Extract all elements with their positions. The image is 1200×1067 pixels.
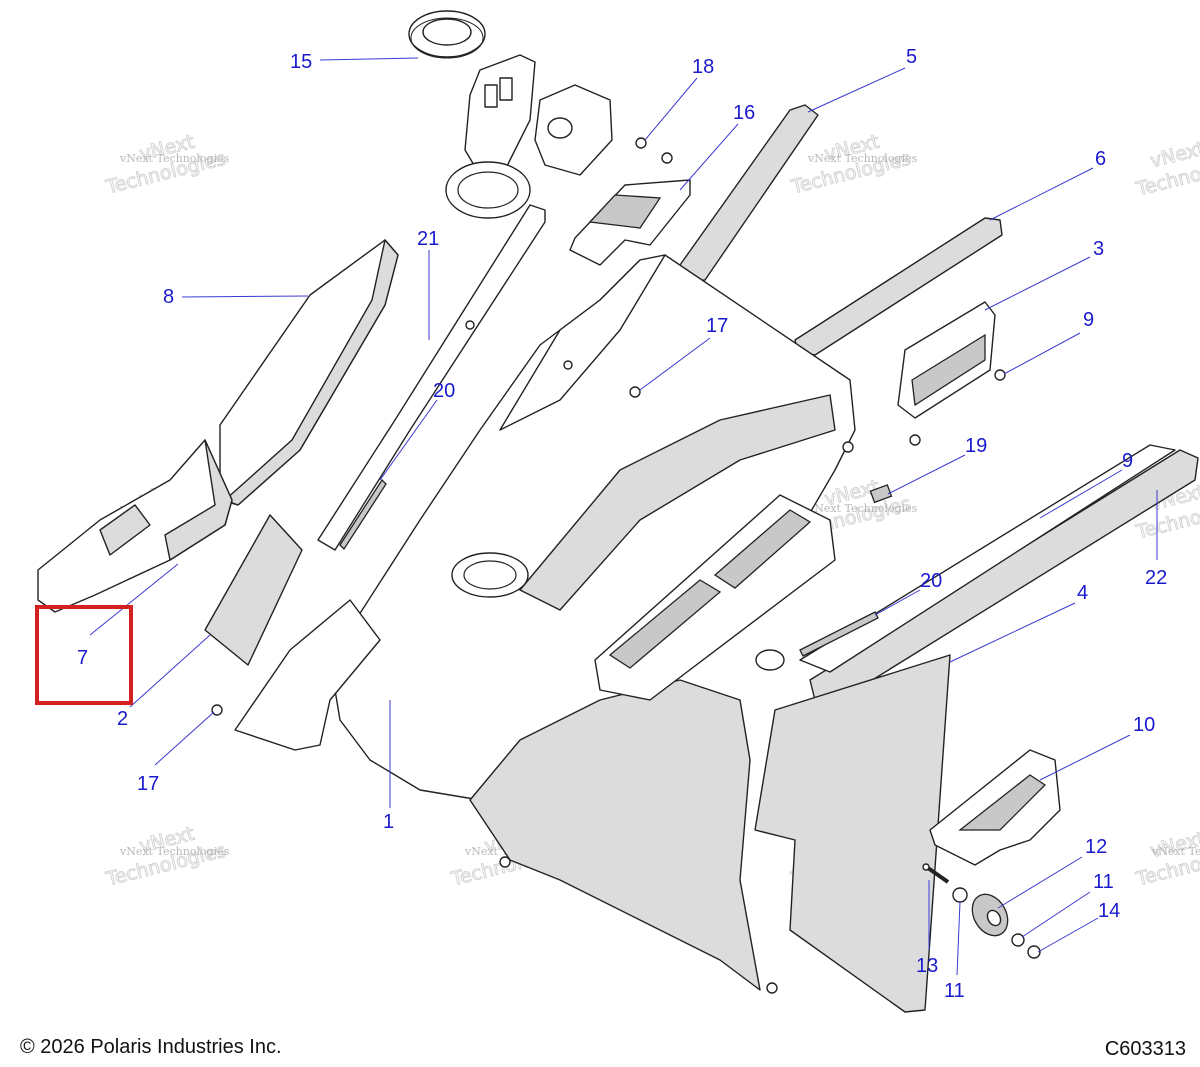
- leader-lines: [89, 57, 1158, 976]
- highlight-box: [35, 605, 133, 705]
- part-fastener: [909, 434, 921, 446]
- part-9-nut: [994, 369, 1006, 381]
- part-19-bracket: [869, 484, 893, 504]
- callout-22[interactable]: 22: [1145, 567, 1167, 589]
- part-4-side-panel: [754, 654, 951, 1013]
- watermark-text: vNext Technologies: [119, 152, 230, 165]
- part-20-strip-lower: [799, 611, 879, 657]
- callout-9-lower[interactable]: 9: [1122, 450, 1133, 472]
- callout-20-lower[interactable]: 20: [920, 570, 942, 592]
- part-fastener: [842, 441, 854, 453]
- callout-labels: 15 18 5 16 6 21 8 3 17 9 20 19 9 22 20 4…: [77, 46, 1167, 1002]
- callout-18[interactable]: 18: [692, 56, 714, 78]
- part-22-trim: [799, 444, 1199, 701]
- part-10-hinge-bracket: [929, 749, 1061, 866]
- watermark-text: vNext Technologies: [807, 502, 918, 515]
- callout-16[interactable]: 16: [733, 102, 755, 124]
- part-14-nut: [1027, 945, 1041, 959]
- part-upper-bracket: [445, 54, 613, 219]
- part-12-bushing: [971, 893, 1009, 937]
- part-3-vent: [897, 301, 996, 419]
- callout-14[interactable]: 14: [1098, 900, 1120, 922]
- parts-layer: [37, 10, 1199, 1013]
- callout-12[interactable]: 12: [1085, 836, 1107, 858]
- copyright-text: © 2026 Polaris Industries Inc.: [20, 1036, 282, 1058]
- part-11-spacer: [952, 887, 968, 903]
- watermark-text: vNext Technologies: [807, 152, 918, 165]
- watermark-text: vNext Technologies: [119, 845, 230, 858]
- callout-11-lower[interactable]: 11: [944, 980, 965, 1002]
- callout-13[interactable]: 13: [916, 955, 938, 977]
- callout-8[interactable]: 8: [163, 286, 174, 308]
- part-fastener: [465, 320, 475, 330]
- callout-7[interactable]: 7: [77, 647, 88, 669]
- callout-10[interactable]: 10: [1133, 714, 1155, 736]
- callout-21[interactable]: 21: [417, 228, 439, 250]
- callout-20-upper[interactable]: 20: [433, 380, 455, 402]
- part-16-plate: [569, 179, 691, 266]
- part-18-fasteners: [635, 137, 673, 164]
- part-17-fastener: [211, 704, 223, 716]
- diagram-code: C603313: [1104, 1038, 1186, 1060]
- callout-9-upper[interactable]: 9: [1083, 309, 1094, 331]
- part-7-panel: [37, 439, 233, 613]
- callout-4[interactable]: 4: [1077, 582, 1088, 604]
- part-11-spacer: [1011, 933, 1025, 947]
- part-15-grommet: [408, 10, 486, 59]
- callout-15[interactable]: 15: [290, 51, 312, 73]
- callout-1[interactable]: 1: [383, 811, 394, 833]
- callout-2[interactable]: 2: [117, 708, 128, 730]
- part-fastener: [563, 360, 573, 370]
- callout-17-upper[interactable]: 17: [706, 315, 728, 337]
- callout-5[interactable]: 5: [906, 46, 917, 68]
- part-2-pad: [204, 514, 303, 666]
- part-17-fastener: [629, 386, 641, 398]
- callout-19[interactable]: 19: [965, 435, 987, 457]
- watermark-text: vNext Technologies: [1151, 845, 1200, 858]
- part-1-console: [234, 254, 856, 994]
- part-13-bolt: [922, 863, 950, 884]
- callout-17-lower[interactable]: 17: [137, 773, 159, 795]
- callout-3[interactable]: 3: [1093, 238, 1104, 260]
- callout-6[interactable]: 6: [1095, 148, 1106, 170]
- part-21-strip: [317, 204, 546, 551]
- callout-11-upper[interactable]: 11: [1093, 871, 1114, 893]
- part-20-strip-upper: [339, 478, 387, 551]
